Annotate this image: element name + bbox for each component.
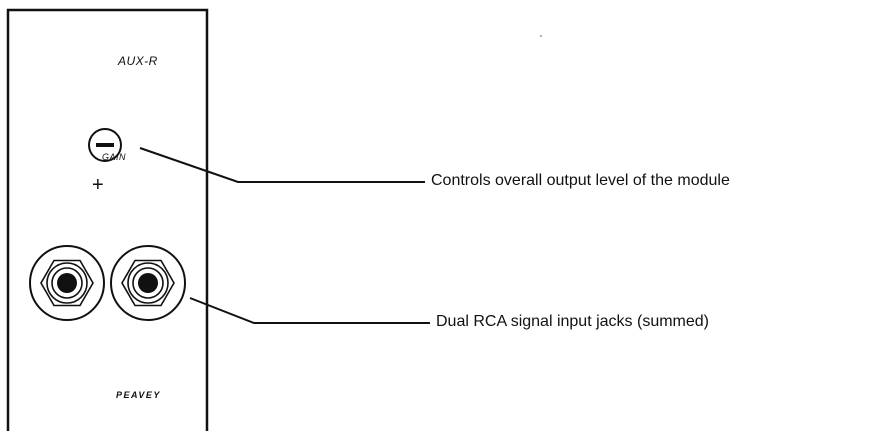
gain-callout-text: Controls overall output level of the mod… [431,172,730,189]
jacks-callout-text: Dual RCA signal input jacks (summed) [436,313,709,330]
rca-jack-right [110,245,186,321]
module-title: AUX-R [118,54,158,68]
jacks-leader-line [189,297,430,324]
polarity-label: + [92,174,104,196]
rca-jack-left [29,245,105,321]
gain-leader-line [139,147,425,183]
scan-speck [540,35,542,37]
gain-knob [88,128,122,162]
module-panel [6,8,209,431]
brand-logo: PEAVEY [116,390,161,400]
gain-label: GAIN [102,152,127,162]
